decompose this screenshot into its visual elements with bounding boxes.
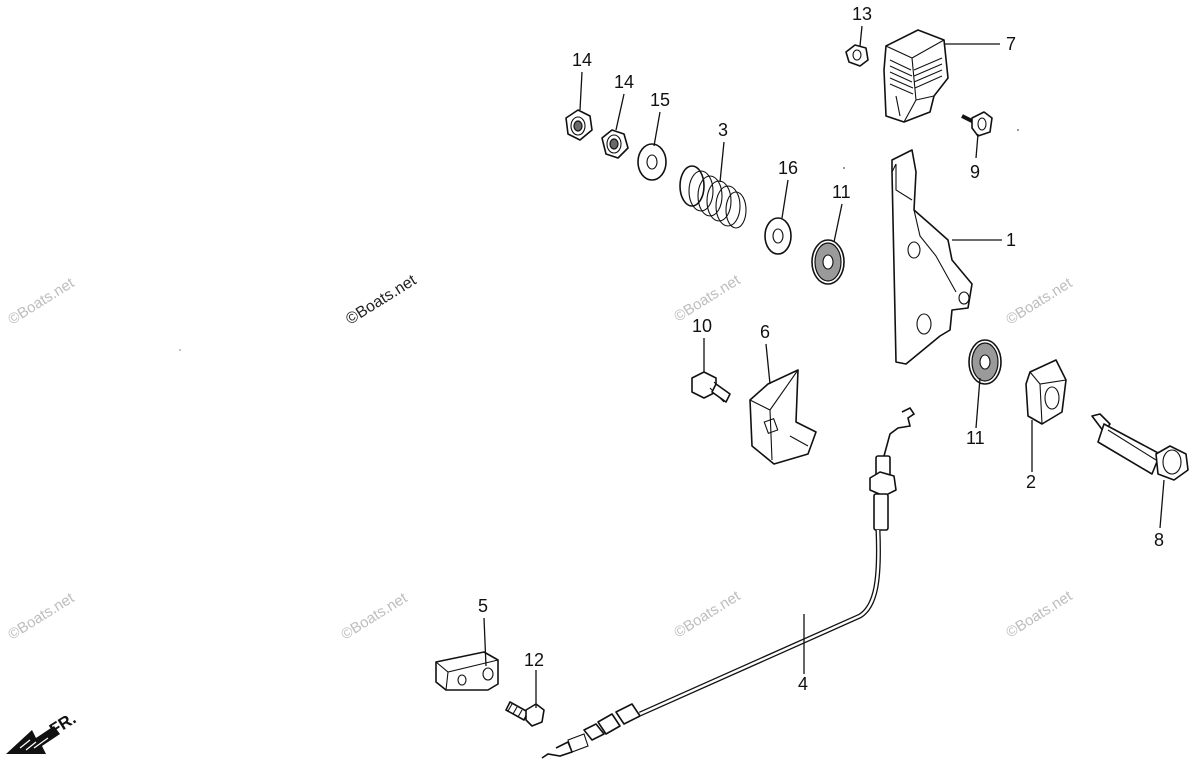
part-9-screw: [961, 111, 993, 137]
part-2-block: [1025, 359, 1067, 425]
callout-14: 14: [614, 72, 634, 92]
callout-3: 3: [718, 120, 728, 140]
callout-14: 14: [572, 50, 592, 70]
part-14-nut-b: [601, 129, 629, 159]
callout-16: 16: [778, 158, 798, 178]
callout-7: 7: [1006, 34, 1016, 54]
part-10-bolt: [691, 371, 731, 403]
part-1-lever-bracket: [891, 149, 973, 365]
part-3-spring: [679, 165, 747, 229]
part-12-screw: [505, 701, 545, 727]
part-7-knob: [883, 29, 949, 123]
callout-11: 11: [832, 182, 851, 202]
part-14-nut-a: [565, 109, 593, 141]
callout-11: 11: [966, 428, 985, 448]
part-4-cable: [541, 406, 916, 759]
callout-5: 5: [478, 596, 488, 616]
watermark-main: ©Boats.net: [343, 272, 420, 329]
callout-8: 8: [1154, 530, 1164, 550]
watermark: ©Boats.net: [338, 589, 411, 643]
callout-12: 12: [524, 650, 544, 670]
watermark: ©Boats.net: [5, 589, 78, 643]
front-direction-arrow: FR.: [6, 709, 79, 754]
part-16-washer: [764, 217, 792, 255]
part-11-washer-b: [968, 339, 1002, 385]
callout-2: 2: [1026, 472, 1036, 492]
specks: [179, 129, 1019, 351]
watermark: ©Boats.net: [671, 587, 744, 641]
watermark: ©Boats.net: [1003, 274, 1076, 328]
callout-9: 9: [970, 162, 980, 182]
callout-4: 4: [798, 674, 808, 694]
callout-15: 15: [650, 90, 670, 110]
callout-13: 13: [852, 4, 872, 24]
callout-1: 1: [1006, 230, 1016, 250]
part-11-washer-a: [811, 239, 845, 285]
callout-6: 6: [760, 322, 770, 342]
part-15-washer: [637, 143, 667, 181]
watermark: ©Boats.net: [5, 274, 78, 328]
callouts: 14 14 15 3 16 11 13 7 9 1 10 6 11 2 8 4 …: [478, 4, 1164, 694]
leader-lines: [483, 25, 1165, 708]
callout-10: 10: [692, 316, 712, 336]
part-8-bolt: [1091, 413, 1189, 481]
part-5-bracket: [435, 651, 499, 691]
part-6-bracket: [749, 369, 817, 465]
part-13-nut: [845, 44, 869, 67]
watermark: ©Boats.net: [1003, 587, 1076, 641]
